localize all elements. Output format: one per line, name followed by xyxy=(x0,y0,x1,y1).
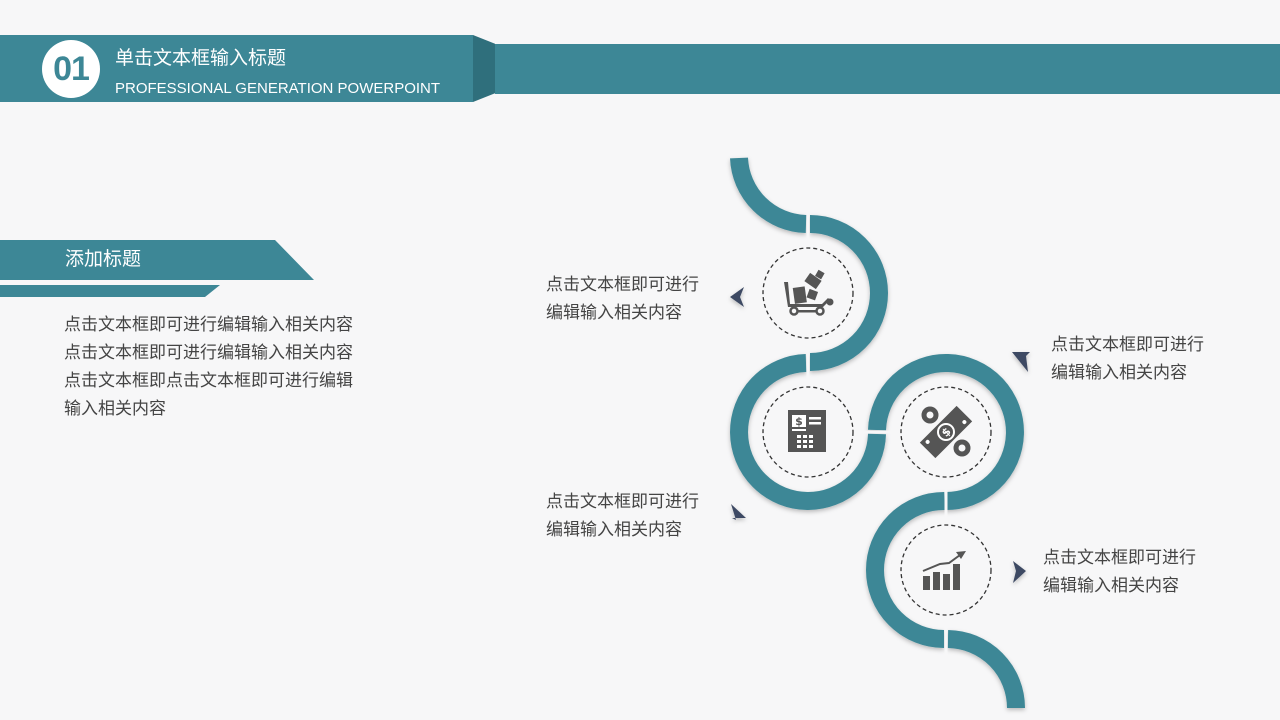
header-bar xyxy=(495,44,1280,94)
item-text-cart[interactable]: 点击文本框即可进行 编辑输入相关内容 xyxy=(546,275,699,323)
icon-ring-dashed xyxy=(762,386,854,478)
item-text-chart[interactable]: 点击文本框即可进行 编辑输入相关内容 xyxy=(1043,548,1196,596)
page-subtitle[interactable]: PROFESSIONAL GENERATION POWERPOINT xyxy=(115,80,441,97)
section-title-bar xyxy=(0,240,314,280)
money-percent-icon: $ xyxy=(919,405,973,459)
pointer-arrow-icon xyxy=(730,287,744,307)
pointer-arrow-icon xyxy=(1013,561,1026,583)
arc-segment xyxy=(947,630,1025,709)
section-body-text[interactable]: 点击文本框即可进行编辑输入相关内容点击文本框即可进行编辑输入相关内容点击文本框即… xyxy=(64,315,353,419)
icon-ring-dashed xyxy=(900,524,992,616)
atm-icon: $ xyxy=(788,410,826,452)
arc-segment xyxy=(730,157,807,233)
icon-ring-dashed xyxy=(900,386,992,478)
section-accent-bar xyxy=(0,285,220,297)
section-title[interactable]: 添加标题 xyxy=(65,248,142,270)
svg-text:$: $ xyxy=(795,415,803,428)
section-number-badge: 01 xyxy=(42,40,100,98)
pointer-arrow-icon xyxy=(1012,352,1030,372)
growth-chart-icon xyxy=(922,551,966,590)
arc-segment xyxy=(809,215,888,371)
page-title[interactable]: 单击文本框输入标题 xyxy=(115,47,287,69)
shopping-cart-icon xyxy=(784,269,834,316)
arc-segment xyxy=(868,354,1024,511)
item-text-money[interactable]: 点击文本框即可进行 编辑输入相关内容 xyxy=(1051,335,1204,383)
header-banner-fold xyxy=(473,35,495,102)
arc-segment xyxy=(730,354,886,510)
pointer-arrow-icon xyxy=(731,504,746,520)
item-text-atm[interactable]: 点击文本框即可进行 编辑输入相关内容 xyxy=(546,492,699,540)
icon-ring-dashed xyxy=(762,247,854,339)
arc-segment xyxy=(866,492,945,648)
